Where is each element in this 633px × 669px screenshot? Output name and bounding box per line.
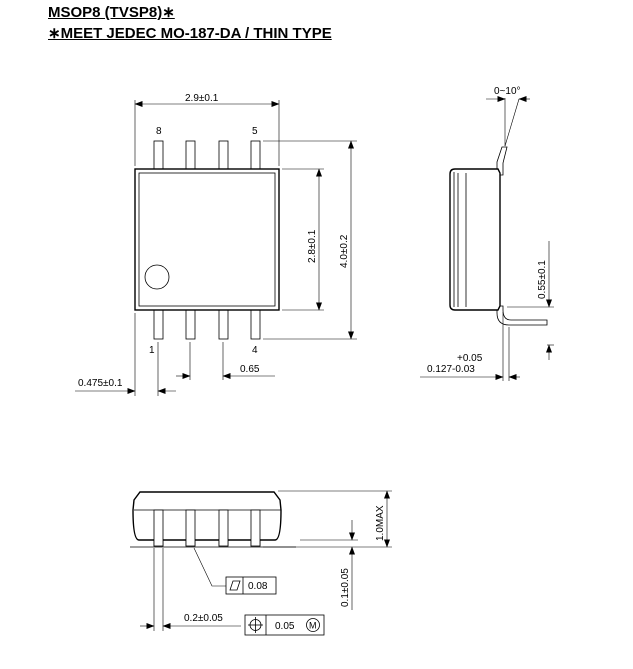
flatness-icon <box>229 580 241 591</box>
lead-bottom-2 <box>185 306 196 340</box>
pin-label-8: 8 <box>156 126 162 137</box>
lead-thickness-upper-tolerance: +0.05 <box>457 353 483 364</box>
lead-top-8 <box>153 140 164 173</box>
width-dimension: 2.9±0.1 <box>185 93 219 104</box>
mmc-symbol: M <box>309 621 317 631</box>
lead-width-dimension: 0.2±0.05 <box>184 613 223 624</box>
lead-bottom-1 <box>153 306 164 340</box>
overall-length-dimension: 4.0±0.2 <box>339 234 350 268</box>
lead-angle-dimension: 0~10° <box>494 86 521 97</box>
lead-top-5 <box>250 140 261 173</box>
package-standard-note: ∗MEET JEDEC MO-187-DA / THIN TYPE <box>48 25 332 42</box>
package-body-side <box>449 168 501 311</box>
flatness-frame <box>225 576 277 595</box>
lead-top-7 <box>185 140 196 173</box>
position-value: 0.05 <box>275 621 295 632</box>
pitch-dimension: 0.65 <box>240 364 260 375</box>
end-view: 1.0MAX 0.1±0.05 0.08 0.2±0.05 0.05 M <box>130 490 392 636</box>
mmc-icon <box>306 618 320 632</box>
standoff-dimension: 0.1±0.05 <box>340 568 351 607</box>
pin-label-5: 5 <box>252 126 258 137</box>
lead-top-6 <box>218 140 229 173</box>
lead-bottom-3 <box>218 306 229 340</box>
flatness-value: 0.08 <box>248 581 268 592</box>
position-tolerance-frame <box>244 614 325 636</box>
package-title: MSOP8 (TVSP8)∗ <box>48 4 175 21</box>
side-view: 0~10° 0.55±0.1 +0.05 0.127-0.03 <box>420 86 554 381</box>
pin-label-4: 4 <box>252 345 258 356</box>
package-body-top <box>134 168 280 311</box>
package-body-end <box>132 491 282 541</box>
lead-offset-dimension: 0.475±0.1 <box>78 378 123 389</box>
pin-label-1: 1 <box>149 345 155 356</box>
lead-bottom-4 <box>250 306 261 340</box>
foot-length-dimension: 0.55±0.1 <box>537 260 548 299</box>
height-dimension: 1.0MAX <box>375 505 386 541</box>
top-view: 8 5 1 4 2.9±0.1 2.8±0.1 4.0±0.2 0.65 0.4… <box>75 93 357 396</box>
lead-thickness-dimension: 0.127-0.03 <box>427 364 475 375</box>
body-length-dimension: 2.8±0.1 <box>307 229 318 263</box>
side-lead-bottom <box>496 305 548 326</box>
package-body-inner <box>138 172 276 307</box>
pin1-marker <box>144 264 170 290</box>
